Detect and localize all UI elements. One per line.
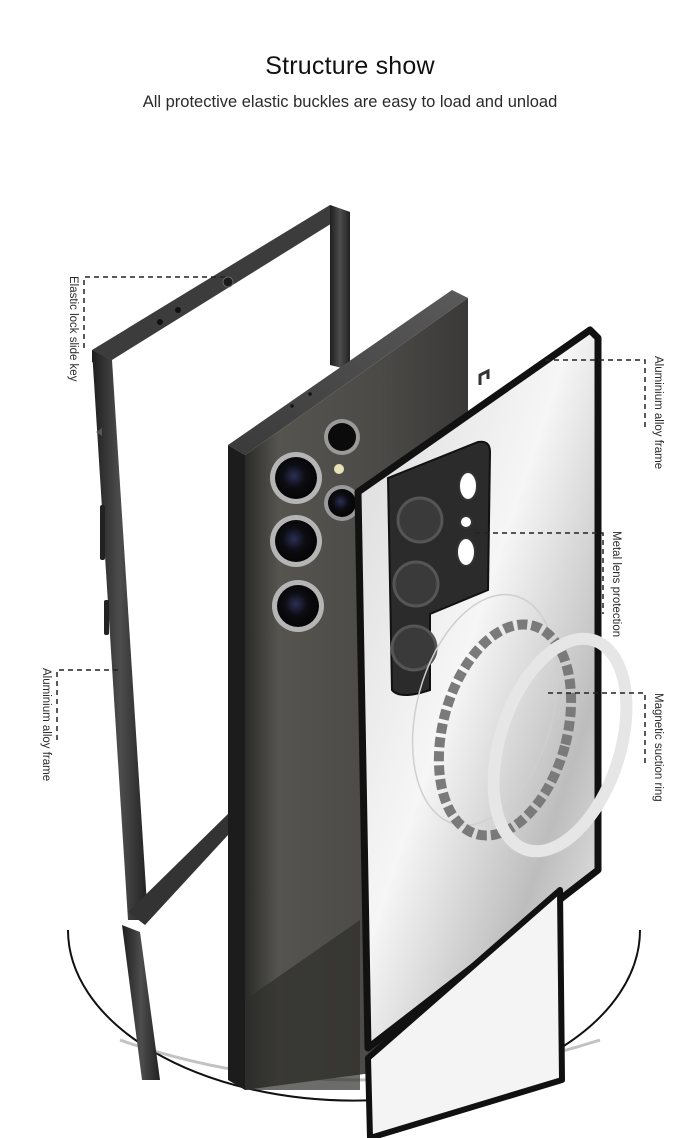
leader-aluminium-right — [545, 359, 646, 430]
callout-elastic-lock-slide-key: Elastic lock slide key — [67, 276, 79, 382]
callout-magnetic-suction-ring: Magnetic suction ring — [652, 693, 664, 802]
flash-icon — [334, 464, 344, 474]
callout-aluminium-frame-right: Aluminium alloy frame — [652, 356, 664, 470]
callout-aluminium-frame-left: Aluminium alloy frame — [40, 668, 52, 782]
left-bumper-frame — [92, 205, 350, 1080]
camera-lens-small-1 — [324, 419, 360, 455]
camera-lens-1 — [270, 452, 322, 504]
camera-lens-3 — [272, 580, 324, 632]
callout-metal-lens-protection: Metal lens protection — [610, 531, 622, 638]
camera-lens-small-2 — [324, 485, 360, 521]
camera-lens-2 — [270, 515, 322, 567]
metal-lens-protection — [386, 440, 492, 696]
callout-leaders — [56, 276, 646, 764]
page-title: Structure show — [265, 52, 435, 80]
leader-aluminium-left — [56, 669, 118, 742]
page-subtitle: All protective elastic buckles are easy … — [142, 93, 558, 111]
leader-magnetic-ring — [548, 692, 646, 764]
leader-elastic-lock — [83, 276, 225, 348]
magnetic-suction-ring — [411, 593, 633, 858]
leader-metal-lens — [475, 532, 604, 614]
